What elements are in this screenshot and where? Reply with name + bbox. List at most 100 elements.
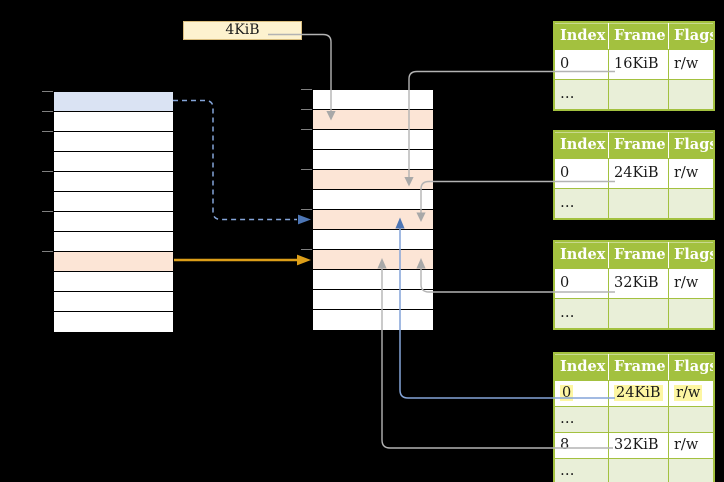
frame-table-3: Index Frame Flags 0 32KiB r/w …: [553, 240, 715, 330]
memory-row: [54, 252, 173, 272]
memory-row: [313, 190, 433, 210]
frame-cell: [609, 299, 669, 328]
frame-table-1: Index Frame Flags 0 16KiB r/w …: [553, 21, 715, 111]
column-header-flags: Flags: [674, 358, 713, 375]
tick-mark: [42, 250, 53, 252]
flags-cell: r/w: [674, 275, 699, 291]
frame-cell: [609, 459, 669, 482]
page-size-label: 4KiB: [183, 21, 302, 40]
flags-cell: r/w: [674, 56, 699, 72]
tick-mark: [42, 90, 53, 92]
memory-row: [313, 90, 433, 110]
memory-row: [313, 130, 433, 150]
flags-cell: r/w: [669, 381, 713, 406]
memory-row: [313, 210, 433, 230]
highlight: r/w: [674, 385, 703, 401]
column-header-flags: Flags: [674, 27, 713, 44]
frame-cell: 24KiB: [609, 381, 669, 406]
column-header-index: Index: [555, 23, 609, 49]
arrow-orange-leftrow8-to-pagetable-row8: [174, 254, 311, 266]
memory-row: [313, 250, 433, 270]
column-header-flags: Flags: [674, 246, 713, 263]
tick-mark: [301, 208, 312, 210]
index-cell: 0: [555, 159, 609, 188]
frame-table-3-header: Index Frame Flags: [555, 242, 713, 268]
virtual-address-space-table: [53, 91, 174, 333]
memory-row: [54, 152, 173, 172]
index-cell: 8: [555, 433, 609, 458]
frame-cell: [609, 80, 669, 109]
column-header-index: Index: [555, 242, 609, 268]
index-cell: …: [555, 407, 609, 432]
memory-row: [54, 172, 173, 192]
arrow-dashed-leftrow0-to-pagetable-row6: [173, 99, 311, 225]
tick-mark: [301, 108, 312, 110]
flags-cell: r/w: [674, 437, 699, 453]
frame-table-4-header: Index Frame Flags: [555, 354, 713, 380]
tick-mark: [301, 128, 312, 130]
tick-mark: [42, 210, 53, 212]
memory-row: [54, 192, 173, 212]
tick-mark: [301, 248, 312, 250]
column-header-frame: Frame: [609, 23, 669, 49]
flags-cell: r/w: [674, 165, 699, 181]
index-cell: …: [555, 299, 609, 328]
flags-cell: [669, 299, 713, 328]
tick-mark: [42, 110, 53, 112]
index-cell: 0: [555, 269, 609, 298]
index-cell: …: [555, 459, 609, 482]
memory-row: [313, 150, 433, 170]
frame-cell: 24KiB: [609, 159, 669, 188]
memory-row: [54, 112, 173, 132]
flags-cell: [669, 189, 713, 218]
frame-table-1-header: Index Frame Flags: [555, 23, 713, 49]
memory-row: [313, 230, 433, 250]
index-cell: …: [555, 80, 609, 109]
frame-table-4: Index Frame Flags 0 24KiB r/w … 8 32KiB …: [553, 352, 715, 482]
memory-row: [54, 232, 173, 252]
memory-row: [54, 92, 173, 112]
frame-cell: [609, 407, 669, 432]
memory-row: [54, 132, 173, 152]
frame-cell: [609, 189, 669, 218]
table-row-ellipsis: …: [555, 406, 713, 432]
memory-row: [54, 292, 173, 312]
column-header-frame: Frame: [609, 242, 669, 268]
index-cell: 0: [555, 381, 609, 406]
column-header-frame: Frame: [609, 132, 669, 158]
memory-row: [54, 212, 173, 232]
tick-mark: [301, 168, 312, 170]
index-cell: …: [555, 189, 609, 218]
memory-row: [313, 270, 433, 290]
frame-table-2-header: Index Frame Flags: [555, 132, 713, 158]
column-header-index: Index: [555, 132, 609, 158]
tick-mark: [42, 170, 53, 172]
table-row: 0 16KiB r/w: [555, 49, 713, 79]
column-header-flags: Flags: [674, 136, 713, 153]
page-table: [312, 89, 434, 331]
flags-cell: [669, 80, 713, 109]
flags-cell: [669, 407, 713, 432]
tick-mark: [301, 88, 312, 90]
frame-cell: 16KiB: [609, 50, 669, 79]
column-header-frame: Frame: [609, 354, 669, 380]
table-row-ellipsis: …: [555, 188, 713, 218]
table-row: 0 32KiB r/w: [555, 268, 713, 298]
frame-table-2: Index Frame Flags 0 24KiB r/w …: [553, 130, 715, 220]
memory-row: [313, 170, 433, 190]
index-cell: 0: [555, 50, 609, 79]
table-row-highlighted: 0 24KiB r/w: [555, 380, 713, 406]
memory-row: [313, 110, 433, 130]
highlight: 24KiB: [614, 385, 663, 401]
table-row-ellipsis: …: [555, 298, 713, 328]
memory-row: [54, 272, 173, 292]
flags-cell: [669, 459, 713, 482]
table-row-ellipsis: …: [555, 458, 713, 482]
frame-cell: 32KiB: [609, 433, 669, 458]
tick-mark: [42, 130, 53, 132]
memory-row: [313, 310, 433, 330]
frame-cell: 32KiB: [609, 269, 669, 298]
table-row: 0 24KiB r/w: [555, 158, 713, 188]
memory-row: [54, 312, 173, 332]
table-row-ellipsis: …: [555, 79, 713, 109]
